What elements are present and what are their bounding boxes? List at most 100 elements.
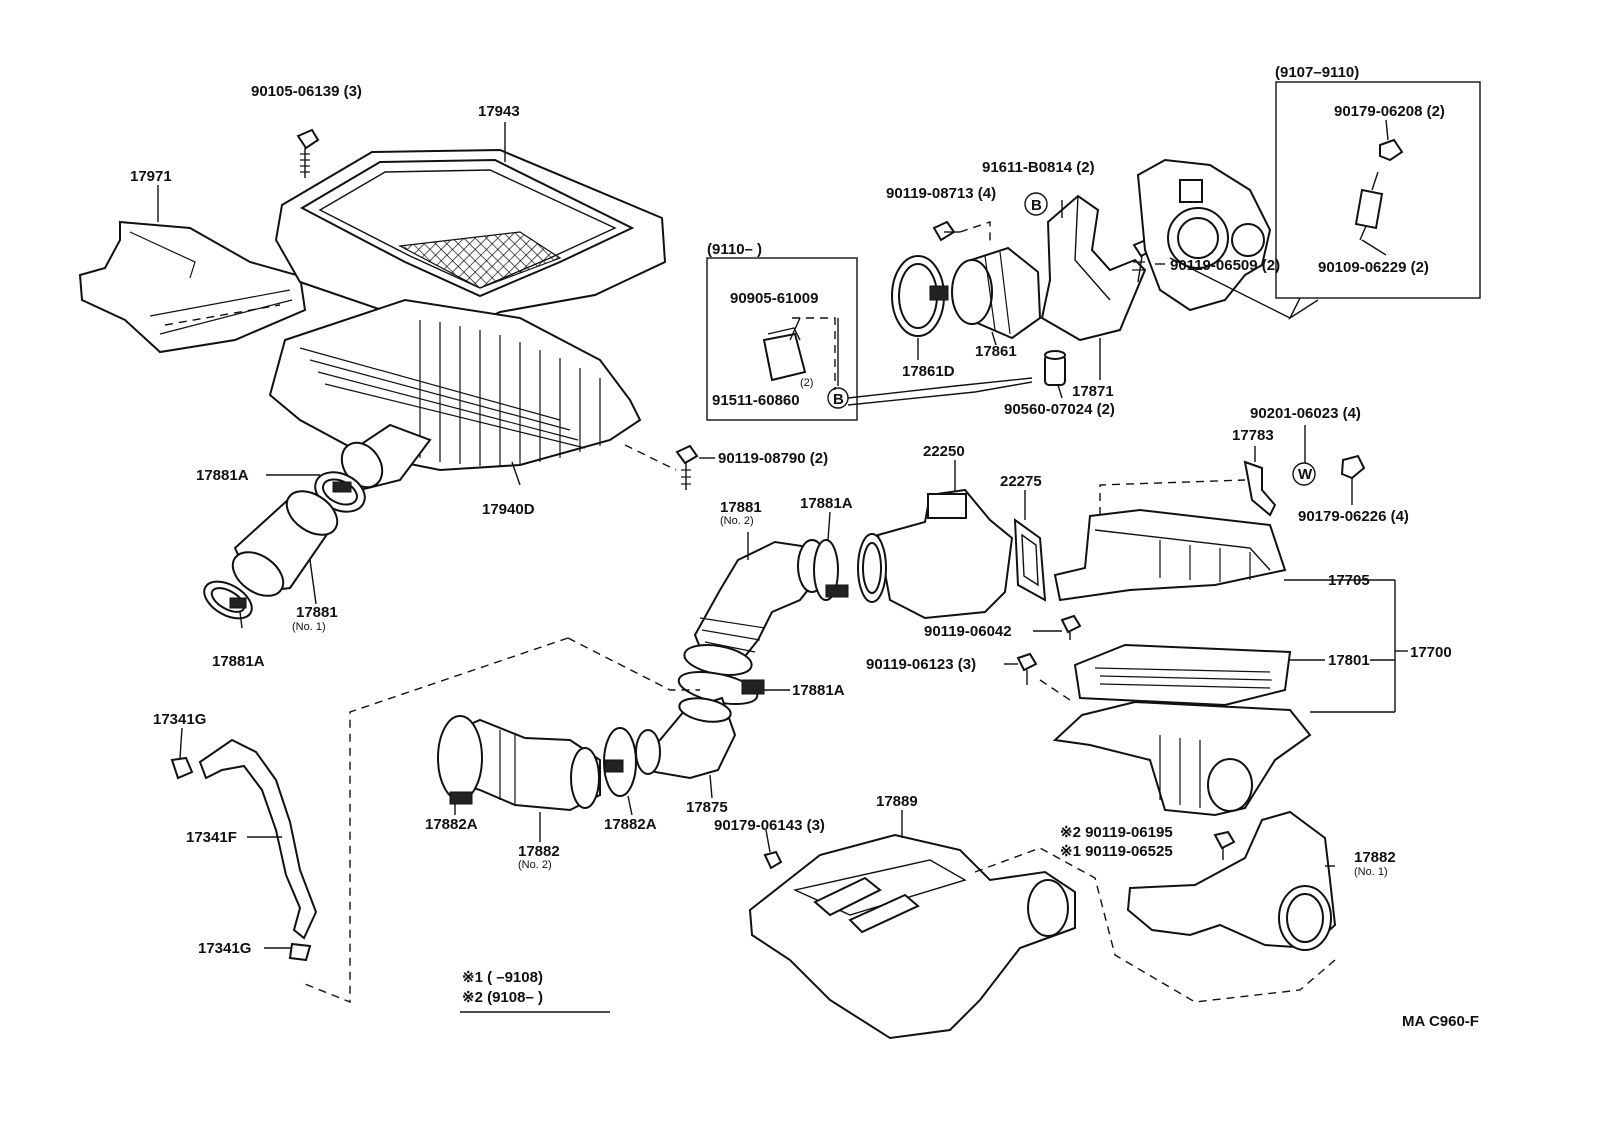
- label-9110-range: (9110– ): [707, 241, 762, 258]
- label-90119-08713: 90119-08713 (4): [886, 185, 996, 202]
- label-90119-08790: 90119-08790 (2): [718, 450, 828, 467]
- clip-17341G-top: [170, 756, 194, 780]
- bolt-90119-08790: [624, 444, 699, 490]
- label-17705: 17705: [1328, 572, 1370, 589]
- air-cleaner-cap-17943: [274, 148, 667, 337]
- label-17871: 17871: [1072, 383, 1114, 400]
- bracket-17783: [1243, 460, 1277, 517]
- nut-90179-06143: [763, 850, 783, 870]
- dashed-outline-left: [299, 637, 700, 1004]
- label-17881-no2-sub: (No. 2): [720, 515, 754, 527]
- note-1: ※1 ( –9108): [462, 969, 543, 986]
- clamp-17882A-left: [437, 715, 483, 805]
- label-17889: 17889: [876, 793, 918, 810]
- clip-17341G-bottom: [288, 942, 312, 962]
- label-17881A-bottom: 17881A: [212, 653, 265, 670]
- bolt-90105-06139: [296, 128, 320, 178]
- air-flow-meter-22250: [857, 488, 1014, 620]
- air-cleaner-case-17940D: [268, 298, 642, 492]
- leader-lines: [157, 119, 1389, 949]
- label-17341F: 17341F: [186, 829, 237, 846]
- hose-17341F: [198, 738, 318, 940]
- label-90119-06195: ※2 90119-06195: [1060, 824, 1173, 841]
- label-17882A-right: 17882A: [604, 816, 657, 833]
- label-90119-06525: ※1 90119-06525: [1060, 843, 1173, 860]
- bolt-90119-06123: [1016, 652, 1071, 701]
- label-17882-no1: 17882: [1354, 849, 1396, 866]
- label-90905-61009: 90905-61009: [730, 290, 818, 307]
- label-91611-B0814: 91611-B0814 (2): [982, 159, 1095, 176]
- cap-17705: [1053, 479, 1287, 602]
- label-90179-06143: 90179-06143 (3): [714, 817, 825, 834]
- label-qty-2: (2): [800, 377, 813, 389]
- hose-17881-no2: [683, 539, 827, 676]
- label-17882-no2: 17882: [518, 843, 560, 860]
- circle-B-bracket-letter: B: [1031, 197, 1042, 214]
- label-17943: 17943: [478, 103, 520, 120]
- case-lower: [1052, 700, 1312, 817]
- label-17861: 17861: [975, 343, 1017, 360]
- label-17882-no2-sub: (No. 2): [518, 859, 552, 871]
- relay-90905-61009: [762, 317, 836, 390]
- hose-17875: [635, 696, 737, 780]
- label-17940D: 17940D: [482, 501, 535, 518]
- clamp-17881A-bottom: [203, 580, 253, 620]
- label-17801: 17801: [1328, 652, 1370, 669]
- label-17881-no1: 17881: [296, 604, 338, 621]
- part-labels: 90105-06139 (3) 17943 17971 17881A 17940…: [130, 64, 1452, 957]
- hose-17861: [951, 246, 1042, 340]
- date-notes: ※1 ( –9108) ※2 (9108– ): [460, 969, 610, 1013]
- hose-17881-no1: [231, 490, 339, 597]
- grommet-90560-07024: [1044, 350, 1066, 386]
- label-17881-no1-sub: (No. 1): [292, 621, 326, 633]
- label-91511-60860: 91511-60860: [712, 392, 800, 409]
- label-17881A-top: 17881A: [196, 467, 249, 484]
- label-90119-06042: 90119-06042: [924, 623, 1012, 640]
- nut-90179-06208: [1379, 138, 1404, 162]
- label-17881-no2: 17881: [720, 499, 762, 516]
- bracket-17871: [1040, 194, 1147, 342]
- duct-17882-no1: [1126, 810, 1337, 951]
- label-90105-06139: 90105-06139 (3): [251, 83, 362, 100]
- bolt-90119-08713: [932, 220, 991, 245]
- label-90119-06509: 90119-06509 (2): [1170, 257, 1280, 274]
- diagram-code: MA C960-F: [1402, 1013, 1479, 1030]
- label-17881A-right: 17881A: [792, 682, 845, 699]
- label-90560-07024: 90560-07024 (2): [1004, 401, 1115, 418]
- label-90109-06229: 90109-06229 (2): [1318, 259, 1429, 276]
- throttle-body: [1136, 158, 1272, 312]
- label-22250: 22250: [923, 443, 965, 460]
- washer-W: [1292, 462, 1316, 486]
- element-17801: [1073, 643, 1292, 707]
- label-17341G-top: 17341G: [153, 711, 206, 728]
- label-17783: 17783: [1232, 427, 1274, 444]
- label-9107-9110: (9107–9110): [1275, 64, 1359, 81]
- nut-90179-06226: [1340, 454, 1366, 480]
- circle-B-bracket: [1024, 192, 1048, 216]
- dashed-outline-right: [974, 847, 1336, 1003]
- label-17882-no1-sub: (No. 1): [1354, 866, 1388, 878]
- clamp-17861D: [891, 255, 949, 337]
- inset-box-9110: [706, 257, 858, 421]
- label-17882A-left: 17882A: [425, 816, 478, 833]
- label-17341G-bottom: 17341G: [198, 940, 251, 957]
- label-90179-06208: 90179-06208 (2): [1334, 103, 1445, 120]
- clamp-17881A-mid-upper: [813, 539, 849, 601]
- gasket-22275: [1013, 517, 1047, 602]
- circle-B-inset-letter: B: [833, 391, 844, 408]
- label-90201-06023: 90201-06023 (4): [1250, 405, 1361, 422]
- resonator-17889: [748, 833, 1076, 1040]
- label-17971: 17971: [130, 168, 172, 185]
- intake-duct-17971: [78, 220, 307, 354]
- label-90119-06123: 90119-06123 (3): [866, 656, 976, 673]
- label-90179-06226: 90179-06226 (4): [1298, 508, 1409, 525]
- washer-W-letter: W: [1298, 466, 1313, 483]
- bolt-90119-06195: [1213, 830, 1236, 860]
- label-17881A-mid: 17881A: [800, 495, 853, 512]
- label-17700: 17700: [1410, 644, 1452, 661]
- note-2: ※2 (9108– ): [462, 989, 543, 1006]
- stud-90109-06229: [1354, 171, 1384, 241]
- label-17875: 17875: [686, 799, 728, 816]
- label-17861D: 17861D: [902, 363, 955, 380]
